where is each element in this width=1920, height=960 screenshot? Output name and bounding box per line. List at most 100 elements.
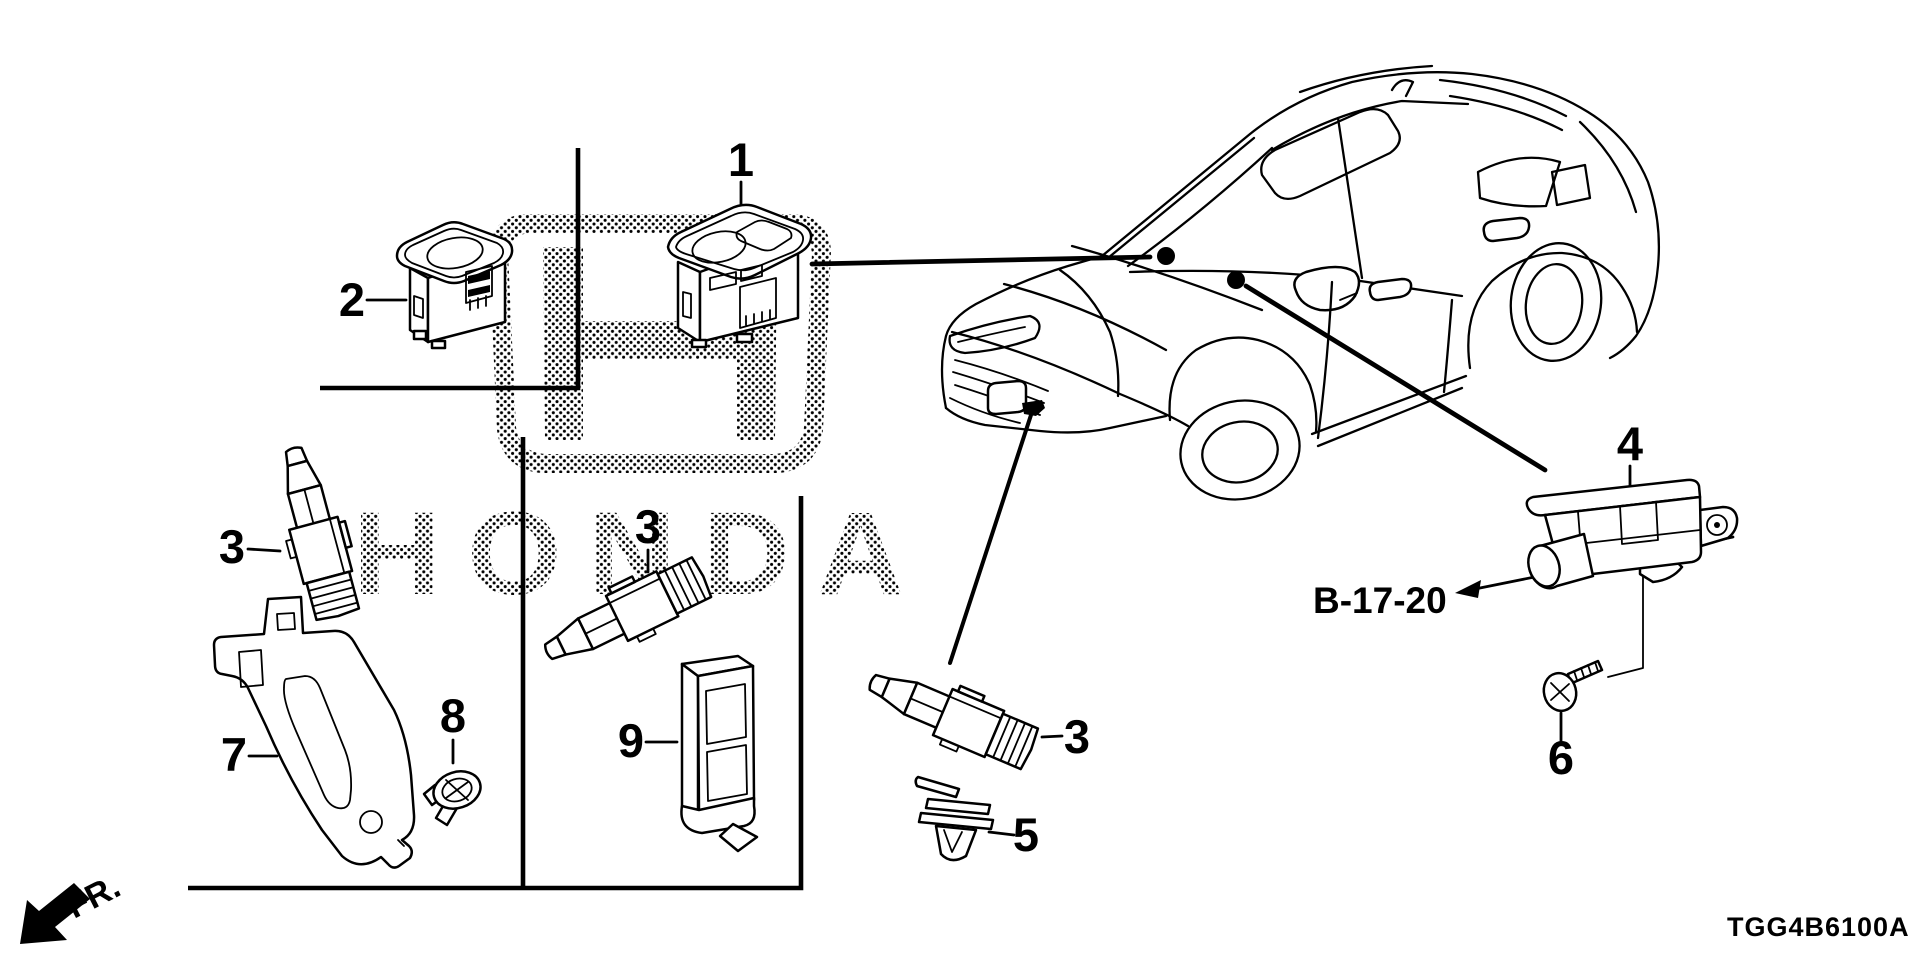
- leader-dash-to-part4: [1243, 283, 1548, 473]
- part1-body-left-face: [676, 260, 702, 344]
- part-8-grommet: [422, 738, 482, 827]
- part7-long-slot: [283, 675, 353, 810]
- part-1-auto-light-rain-sensor: [666, 180, 813, 349]
- part5-pin: [914, 775, 961, 799]
- part7-foot-detail: [397, 839, 405, 847]
- callout-5[interactable]: 5: [1013, 808, 1039, 861]
- part1-bottom-tabs: [690, 332, 754, 349]
- part4-top-flange: [1525, 478, 1702, 517]
- car-spoiler-lower: [1448, 94, 1564, 132]
- part6-phillips-cross-icon: [1550, 682, 1570, 702]
- dashboard-sensor-dot: [1227, 271, 1245, 289]
- callout-3-middle[interactable]: 3: [635, 500, 661, 553]
- car-sunroof: [1260, 107, 1401, 201]
- car-headlight-inner: [957, 326, 1026, 343]
- car-body-outline: [940, 71, 1661, 410]
- callout-leader-3-left: [246, 547, 282, 553]
- part4-to-screw-line: [1607, 565, 1644, 678]
- part5-flange-upper: [924, 797, 992, 816]
- callout-6[interactable]: 6: [1548, 731, 1574, 784]
- callout-1[interactable]: 1: [728, 133, 754, 186]
- car-bumper-crease: [1058, 268, 1120, 398]
- part4-tab-pin: [1714, 522, 1720, 528]
- part1-square-aperture: [735, 219, 793, 252]
- car-rear-wheel-inner: [1524, 263, 1584, 345]
- part1-round-aperture: [691, 230, 747, 264]
- part1-top-rim: [675, 211, 804, 272]
- part2-connector-slots: [468, 271, 490, 297]
- car-mirror-detail: [1339, 292, 1358, 301]
- part7-tab-hole: [276, 612, 296, 631]
- car-hood-crease: [1002, 282, 1168, 352]
- car-headlight: [948, 314, 1041, 355]
- part7-outline: [212, 595, 416, 869]
- car-lower-intake: [949, 397, 1021, 424]
- callout-2[interactable]: 2: [339, 273, 365, 326]
- part4-barrel-cap: [1527, 544, 1561, 588]
- car-a-pillar: [1106, 136, 1256, 260]
- bumper-sensor-mark: [1022, 400, 1045, 416]
- part1-connector-block: [739, 277, 777, 329]
- car-roof-rail: [1298, 64, 1434, 94]
- car-cowl-line: [1070, 244, 1264, 312]
- car-rear-door-handle: [1482, 216, 1531, 243]
- part5-anchor-ribs: [943, 829, 963, 853]
- part5-flange-lower: [917, 811, 995, 831]
- car-side-mirror: [1293, 265, 1361, 312]
- leader-part1-to-windshield: [809, 254, 1153, 267]
- part9-bottom-skirt: [680, 796, 756, 835]
- part4-tab-hole: [1706, 514, 1728, 536]
- part9-left-face: [680, 662, 700, 828]
- callout-8[interactable]: 8: [440, 689, 466, 742]
- callout-7[interactable]: 7: [221, 728, 247, 781]
- car-front-lower: [944, 406, 1168, 434]
- part6-threads: [1573, 661, 1599, 681]
- part9-window-upper: [705, 683, 747, 745]
- part1-side-slot: [682, 291, 692, 319]
- part-6-screw: [1542, 659, 1604, 743]
- part-3-temp-sensor-right: [857, 651, 1064, 780]
- car-rocker-lines: [1310, 374, 1468, 448]
- car-front-wheel-inner: [1201, 420, 1279, 484]
- callout-leader-5: [987, 830, 1016, 837]
- callout-4[interactable]: 4: [1617, 417, 1643, 470]
- part7-upper-slot: [238, 649, 264, 688]
- callout-3-right[interactable]: 3: [1064, 710, 1090, 763]
- part2-connector: [465, 265, 493, 311]
- part8-cross-ribs: [445, 779, 469, 801]
- leader-bumper-to-part3: [948, 413, 1033, 665]
- cross-reference-code[interactable]: B-17-20: [1313, 580, 1447, 621]
- car-roofline-inner: [1270, 99, 1470, 152]
- car-antenna-fin: [1390, 79, 1415, 98]
- car-front-door-line: [1316, 280, 1334, 440]
- part-3-temp-sensor-left: [246, 438, 370, 626]
- front-arrow-icon: [20, 883, 90, 944]
- part9-foot-tab: [718, 822, 759, 853]
- part2-bottom-tabs: [412, 329, 447, 350]
- part1-connector-slots: [709, 264, 763, 291]
- car-fuel-door: [1550, 163, 1592, 207]
- car-hatch-line: [1578, 120, 1638, 214]
- car-rear-wheel: [1509, 242, 1603, 362]
- callout-leader-3-right: [1040, 734, 1064, 739]
- location-leaders: [809, 247, 1548, 665]
- callout-3-left[interactable]: 3: [219, 520, 245, 573]
- part-2-sunlight-sensor: [365, 221, 514, 350]
- car-fender-line: [950, 330, 1190, 428]
- car-a-pillar-inner: [1126, 146, 1274, 268]
- part2-side-slot: [413, 295, 424, 319]
- callout-9[interactable]: 9: [618, 714, 644, 767]
- part8-cap-inner: [441, 777, 473, 803]
- frame-line-top-group: [320, 148, 581, 391]
- part7-round-hole: [359, 810, 383, 834]
- part-5-clip: [914, 775, 1016, 862]
- grouping-frame-lines: [188, 148, 804, 891]
- car-spoiler-upper: [1438, 78, 1568, 118]
- vehicle-illustration: [940, 64, 1661, 501]
- reference-arrowhead-icon: [1455, 580, 1481, 598]
- windshield-sensor-dot: [1157, 247, 1175, 265]
- part2-top-rim: [404, 227, 505, 279]
- car-b-pillar: [1336, 116, 1364, 280]
